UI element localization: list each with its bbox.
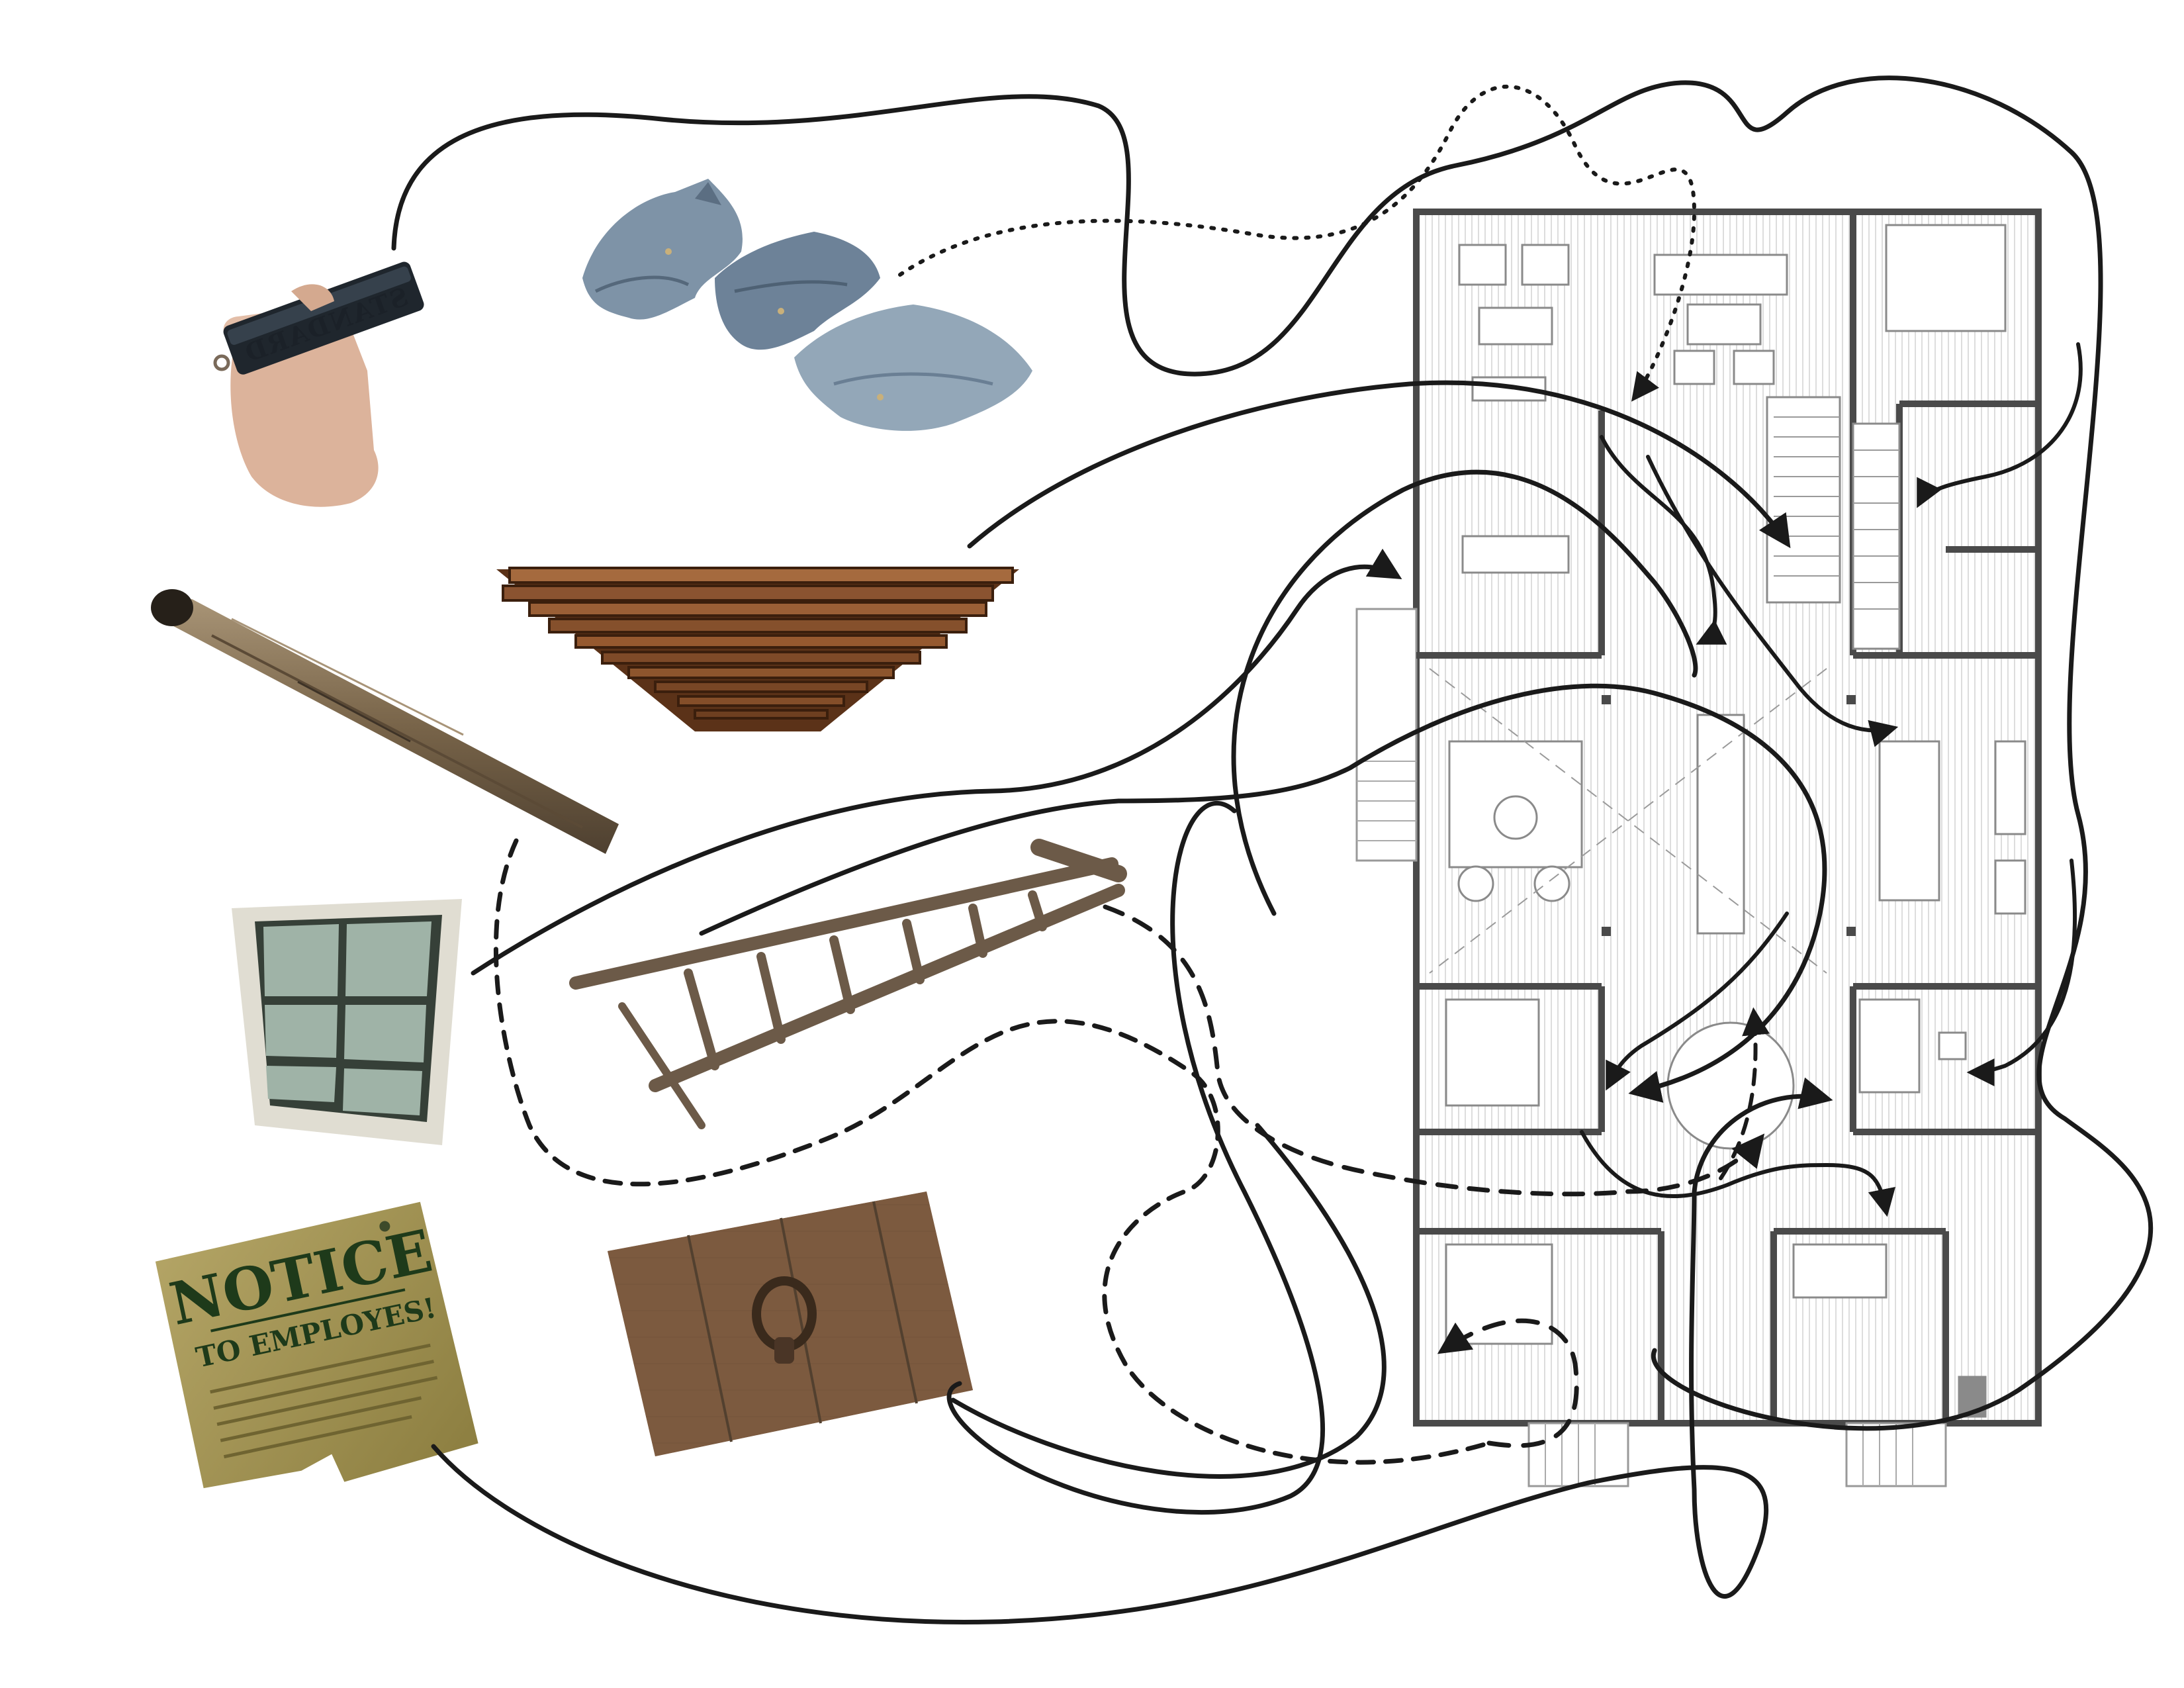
mid-plan-path bbox=[1580, 1130, 1895, 1217]
post-path-2 bbox=[946, 800, 1326, 1515]
window-path bbox=[471, 548, 1402, 976]
ladder-path-2 bbox=[493, 838, 1492, 1465]
rafters-path bbox=[967, 380, 1791, 549]
hand-stamp-image: STANDARD bbox=[213, 261, 424, 507]
stamp-path bbox=[391, 75, 2154, 1431]
connection-lines bbox=[391, 75, 2154, 1625]
rafters-branch-2 bbox=[1646, 455, 1899, 747]
bedroom-path bbox=[1437, 1318, 1579, 1448]
timber-rafters-image bbox=[496, 567, 1019, 731]
floor-ring-image bbox=[608, 1192, 973, 1456]
notice-path bbox=[431, 1077, 1833, 1625]
notice-poster-image: NOTICE TO EMPLOYES! bbox=[155, 1201, 478, 1489]
floor-ring-path bbox=[950, 1123, 1387, 1479]
plan-branch-bath bbox=[1966, 859, 2077, 1086]
wooden-ladder-image bbox=[569, 839, 1127, 1129]
wooden-post-image bbox=[151, 589, 619, 854]
window-loop bbox=[1231, 469, 1698, 916]
old-window-image bbox=[232, 899, 462, 1145]
denim-path bbox=[898, 84, 1697, 402]
plan-up-arrow bbox=[1719, 1007, 1770, 1180]
plan-branch-right bbox=[1917, 342, 2083, 508]
floor-plan bbox=[1355, 209, 2042, 1487]
denim-clothing-image bbox=[582, 179, 1032, 431]
plan-branch-bed bbox=[1606, 912, 1789, 1091]
post-path bbox=[699, 683, 1827, 1103]
ladder-path bbox=[1103, 904, 1765, 1197]
